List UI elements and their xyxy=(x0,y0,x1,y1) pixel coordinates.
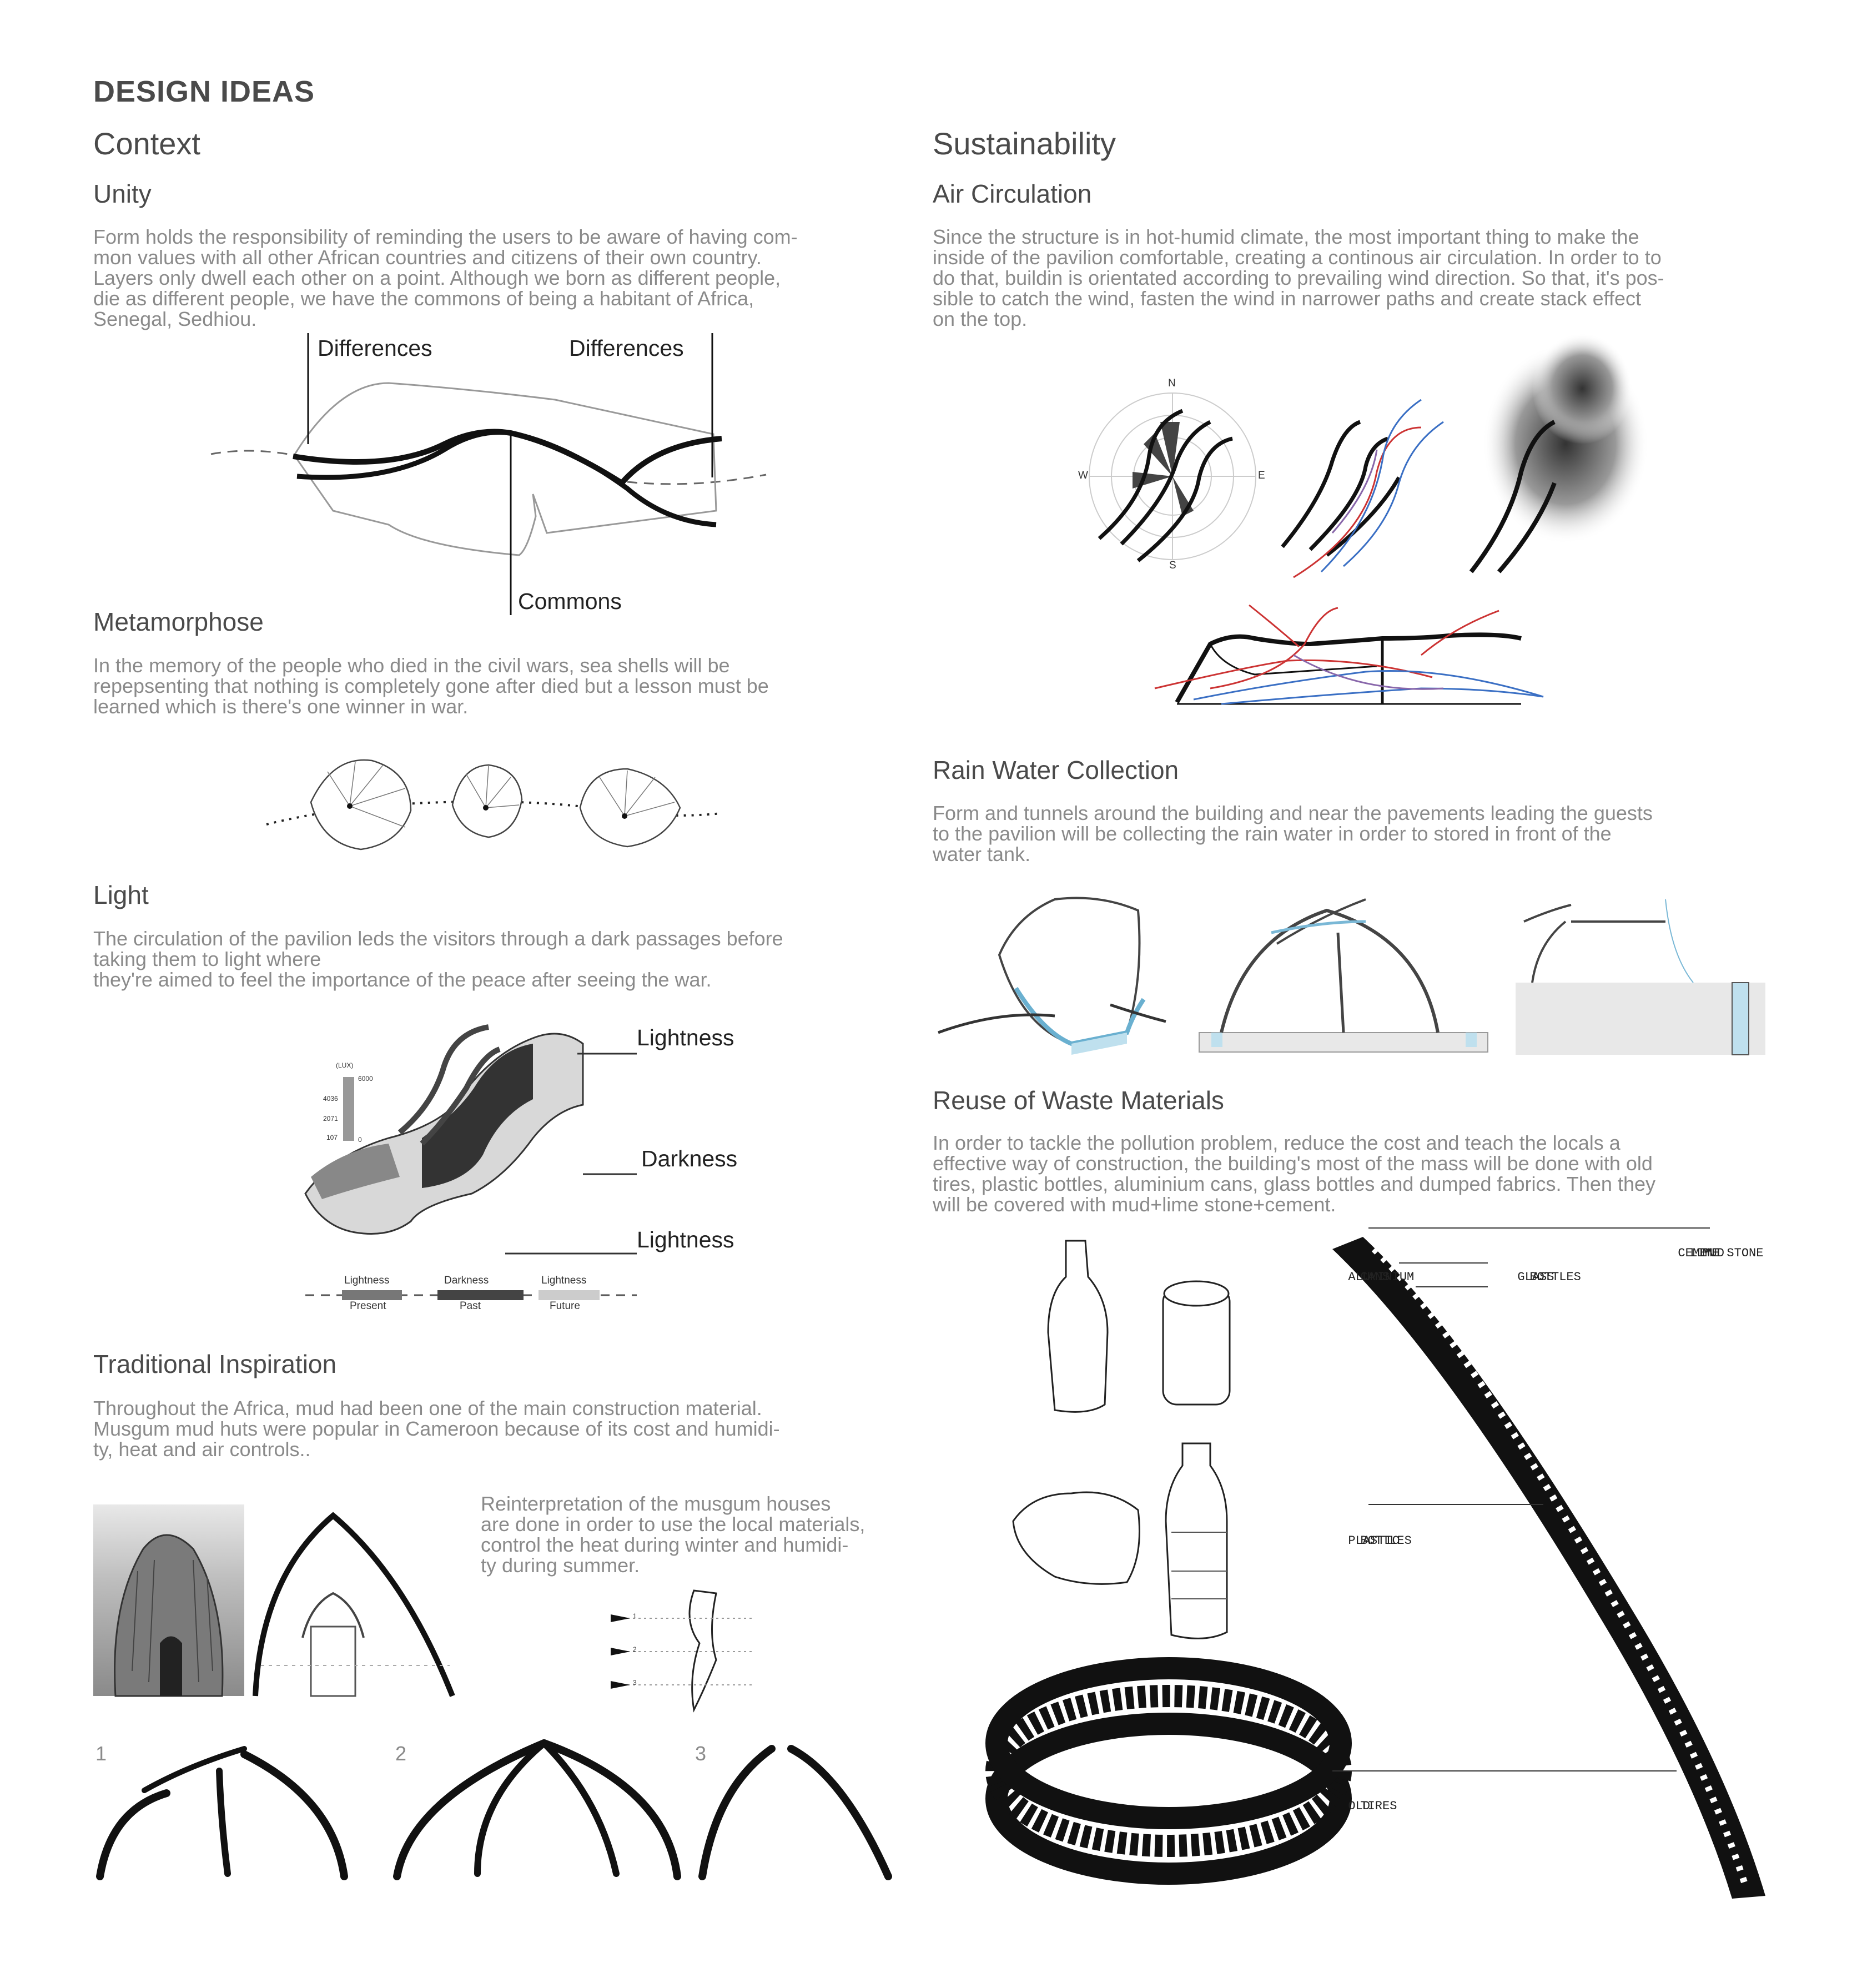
light-title: Light xyxy=(93,880,149,909)
traditional-text: Throughout the Africa, mud had been one … xyxy=(93,1397,780,1461)
metamorphose-text: In the memory of the people who died in … xyxy=(93,654,769,718)
light-text: The circulation of the pavilion leds the… xyxy=(93,927,783,991)
traditional-title: Traditional Inspiration xyxy=(93,1350,337,1378)
timeline-bottom-2: Past xyxy=(460,1300,481,1312)
compass-w: W xyxy=(1078,470,1088,481)
wall-section-diagram xyxy=(1332,1227,1765,1899)
timeline-top-2: Darkness xyxy=(444,1275,489,1286)
rain-title: Rain Water Collection xyxy=(933,756,1179,784)
arch-label-1: 1 xyxy=(95,1742,107,1765)
pavilion-section-airflow xyxy=(1154,604,1544,705)
musgum-hut-photo xyxy=(93,1504,244,1697)
lux-value-4: 107 xyxy=(326,1134,338,1141)
label-cement-limestone-mud: CEMENTLIME STONEMUD xyxy=(1678,1246,1764,1260)
air-text: Since the structure is in hot-humid clim… xyxy=(933,225,1664,330)
form-steps-diagram xyxy=(611,1589,755,1713)
lightness-label-bottom: Lightness xyxy=(637,1227,734,1252)
page-title: DESIGN IDEAS xyxy=(93,75,315,108)
context-heading: Context xyxy=(93,126,200,161)
lux-value-2: 4036 xyxy=(323,1095,338,1103)
compass-s: S xyxy=(1169,560,1176,571)
wind-simulation-image xyxy=(1469,333,1649,573)
differences-left-label: Differences xyxy=(318,335,432,361)
label-glass-bottles: GLASSBOTTLES xyxy=(1517,1270,1581,1284)
arch-label-2: 2 xyxy=(395,1742,407,1765)
musgum-section-drawing xyxy=(253,1512,455,1697)
commons-label: Commons xyxy=(518,588,622,614)
timeline-top-1: Lightness xyxy=(344,1275,390,1286)
form-step-1: 1 xyxy=(633,1612,637,1620)
unity-title: Unity xyxy=(93,179,152,208)
label-plastic-bottles: PLASTICBOTTLES xyxy=(1348,1534,1412,1548)
wind-flow-diagram xyxy=(1281,399,1444,578)
metamorphose-title: Metamorphose xyxy=(93,607,264,636)
darkness-label: Darkness xyxy=(641,1146,738,1171)
wind-rose-diagram xyxy=(1089,392,1256,562)
arch-label-3: 3 xyxy=(695,1742,707,1765)
differences-right-label: Differences xyxy=(569,335,684,361)
label-aluminium-cans: ALUMINIUMCANS xyxy=(1333,1257,1414,1284)
reinterpretation-text: Reinterpretation of the musgum houses ar… xyxy=(481,1492,865,1577)
unity-text: Form holds the responsibility of remindi… xyxy=(93,225,798,330)
lux-min: 0 xyxy=(358,1136,362,1144)
air-title: Air Circulation xyxy=(933,179,1092,208)
rain-collection-diagrams xyxy=(938,897,1765,1055)
light-diagram xyxy=(304,1024,637,1300)
rain-text: Form and tunnels around the building and… xyxy=(933,802,1653,865)
compass-n: N xyxy=(1168,378,1176,389)
arch-evolution-diagram xyxy=(96,1739,892,1880)
lux-value-3: 2071 xyxy=(323,1115,338,1123)
form-step-3: 3 xyxy=(633,1679,637,1687)
lux-unit: (LUX) xyxy=(336,1061,354,1069)
reuse-text: In order to tackle the pollution problem… xyxy=(933,1131,1655,1216)
sustainability-heading: Sustainability xyxy=(933,126,1116,161)
timeline-bottom-3: Future xyxy=(550,1300,580,1312)
label-old-tires: OLDTIRES xyxy=(1348,1799,1397,1813)
compass-e: E xyxy=(1258,470,1265,481)
lux-max: 6000 xyxy=(358,1075,373,1083)
timeline-top-3: Lightness xyxy=(541,1275,587,1286)
lightness-label-top: Lightness xyxy=(637,1025,734,1050)
shells-diagram xyxy=(266,759,722,850)
unity-diagram xyxy=(210,333,767,615)
timeline-bottom-1: Present xyxy=(350,1300,386,1312)
reuse-title: Reuse of Waste Materials xyxy=(933,1086,1224,1115)
form-step-2: 2 xyxy=(633,1645,637,1653)
